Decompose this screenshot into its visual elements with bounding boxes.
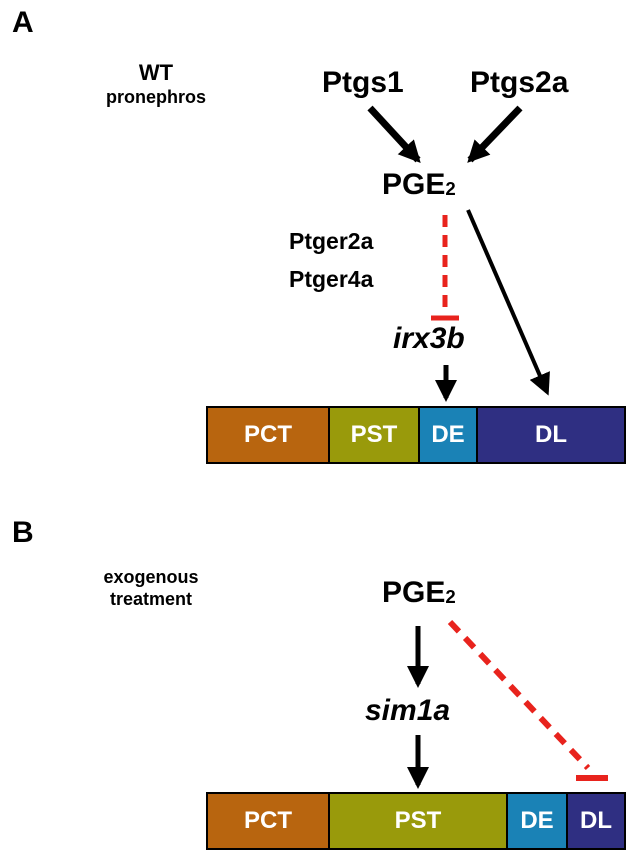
panel-b-label: B	[12, 516, 34, 549]
receptor-ptger2a: Ptger2a	[289, 228, 374, 254]
panel-b-caption: exogenous treatment	[76, 566, 226, 610]
pge2-base-b: PGE	[382, 576, 446, 609]
segment-pst-b: PST	[328, 794, 506, 848]
segment-pct: PCT	[208, 408, 328, 462]
pge2-subscript-b: 2	[445, 585, 456, 607]
caption-pronephros: pronephros	[105, 87, 206, 107]
panel-a-label: A	[12, 6, 34, 39]
panel-a-caption: WT pronephros	[82, 60, 230, 108]
arrow-pge2-to-dl	[466, 209, 550, 396]
segment-pct-b: PCT	[208, 794, 328, 848]
segment-de-b: DE	[506, 794, 566, 848]
caption-treatment: treatment	[109, 589, 193, 609]
caption-wt: WT	[138, 60, 174, 85]
pge2-label: PGE2	[382, 168, 456, 202]
arrow-ptgs1-to-pge2	[367, 105, 421, 163]
receptor-ptger4a: Ptger4a	[289, 266, 374, 292]
segment-de: DE	[418, 408, 476, 462]
gene-ptgs1: Ptgs1	[322, 66, 404, 99]
nephron-segment-bar-a: PCT PST DE DL	[206, 406, 626, 464]
pge2-label-b: PGE2	[382, 576, 456, 610]
nephron-segment-bar-b: PCT PST DE DL	[206, 792, 626, 850]
inhibit-pge2-to-dl-line	[447, 619, 591, 771]
pge2-base: PGE	[382, 168, 446, 201]
caption-exogenous: exogenous	[103, 567, 199, 587]
segment-dl-b: DL	[566, 794, 624, 848]
gene-sim1a: sim1a	[365, 694, 451, 727]
segment-dl: DL	[476, 408, 624, 462]
arrow-ptgs2a-to-pge2	[467, 105, 523, 163]
gene-ptgs2a: Ptgs2a	[470, 66, 569, 99]
pge2-subscript: 2	[445, 177, 456, 199]
gene-irx3b: irx3b	[393, 322, 465, 355]
segment-pst: PST	[328, 408, 418, 462]
